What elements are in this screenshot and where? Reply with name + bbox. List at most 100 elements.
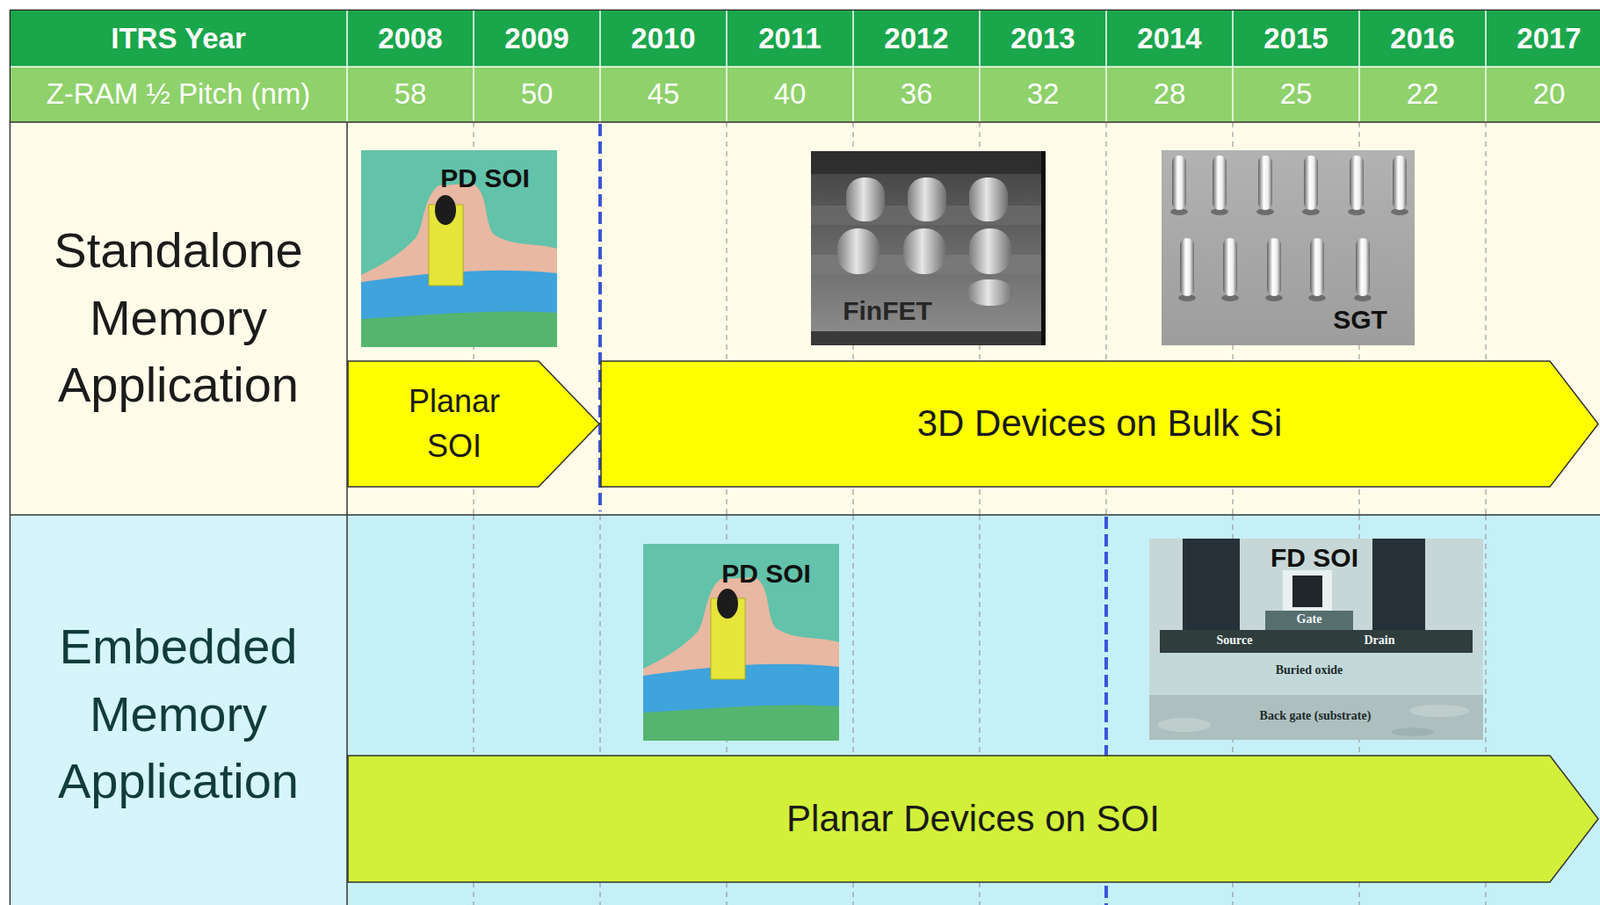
fd-soi-photo: [1149, 538, 1484, 740]
gate-spacer: [1282, 570, 1333, 611]
pillar: [1310, 238, 1325, 297]
substrate-texture: [1409, 704, 1470, 717]
pillar: [1355, 238, 1370, 297]
pillar: [1180, 238, 1195, 297]
part-label: Source: [1216, 633, 1253, 649]
sem-info-strip: [810, 331, 1042, 346]
year-cell: 2013: [1010, 21, 1075, 57]
standalone-ground: [10, 122, 1600, 515]
photo-ground: [1149, 538, 1484, 740]
fin: [837, 228, 880, 275]
phase-arrow: 3D Devices on Bulk Si: [600, 360, 1600, 488]
header-divider: [599, 10, 601, 123]
pitch-cell: 25: [1280, 76, 1313, 112]
phase-arrow: Planar SOI: [347, 360, 601, 488]
year-cell: 2008: [377, 21, 442, 57]
pitch-cell: 36: [900, 76, 934, 112]
phase-arrow: Planar Devices on SOI: [347, 754, 1600, 884]
section-rule: [10, 121, 1600, 124]
fin: [967, 279, 1014, 306]
pitch-cell: 50: [521, 76, 554, 112]
row-title: Embedded Memory Application: [15, 613, 341, 816]
arrow-shape: [600, 361, 1599, 487]
header-divider: [852, 10, 855, 123]
outer-border: [10, 10, 1600, 905]
photo-ground: [810, 151, 1046, 346]
arrow-outline: [347, 360, 601, 488]
pitch-cell: 28: [1153, 76, 1187, 112]
pitch-cell: 45: [647, 76, 681, 112]
row-title: Standalone Memory Application: [15, 217, 341, 420]
embedded-title-ground: [10, 514, 348, 905]
substrate-texture: [1158, 717, 1211, 732]
photo-caption: FD SOI: [1270, 542, 1359, 574]
pillar: [1303, 155, 1318, 210]
phase-label: Planar Devices on SOI: [786, 796, 1160, 841]
year-cell: 2017: [1516, 21, 1581, 57]
pillar: [1392, 155, 1407, 210]
header-dividers: [347, 10, 1486, 123]
part-label: Back gate (substrate): [1259, 709, 1372, 724]
photo-caption: FinFET: [842, 295, 933, 327]
sem-info-strip: [810, 151, 1042, 174]
source-drain-layer: [1159, 629, 1473, 653]
substrate-texture: [1391, 727, 1434, 737]
fin: [846, 177, 885, 222]
year-row-ground: [10, 10, 1600, 67]
pillar: [1258, 155, 1273, 210]
pd-soi-photo: [643, 543, 840, 741]
pillar: [1172, 155, 1187, 210]
photo-ground: [1161, 150, 1415, 346]
sgt-photo: [1161, 150, 1415, 346]
pitch-cell: 40: [774, 76, 807, 112]
year-cell: 2012: [883, 21, 949, 57]
header-rule: [10, 65, 1600, 68]
channel-region: [1265, 610, 1354, 630]
photo-caption: SGT: [1332, 304, 1388, 336]
photo-edge: [1041, 151, 1046, 346]
gate-stack: [1292, 575, 1323, 608]
section-rule: [10, 514, 1600, 516]
fin: [969, 228, 1012, 275]
buried-oxide-layer: [1149, 652, 1484, 696]
row-header: Z-RAM ½ Pitch (nm): [46, 76, 312, 112]
pillar: [1349, 155, 1364, 210]
header-divider: [1105, 10, 1108, 123]
year-cell: 2009: [504, 21, 569, 57]
embedded-ground: [347, 514, 1600, 905]
row-header: ITRS Year: [110, 21, 246, 57]
arrow-shape: [347, 361, 600, 487]
finfet-photo: [810, 151, 1046, 346]
pillar: [1266, 238, 1282, 297]
pitch-row-ground: [10, 66, 1600, 123]
back-gate-layer: [1149, 695, 1484, 740]
year-cell: 2015: [1263, 21, 1328, 57]
fin: [907, 177, 947, 222]
pillar: [1212, 155, 1227, 210]
header-divider: [1231, 10, 1234, 123]
header-divider: [1358, 10, 1361, 123]
part-label: Drain: [1364, 633, 1396, 649]
pitch-cell: 58: [394, 76, 428, 112]
header-divider: [1484, 10, 1487, 123]
pitch-cell: 32: [1027, 76, 1060, 112]
contact: [1182, 538, 1240, 630]
header-divider: [725, 10, 728, 123]
pitch-cell: 20: [1533, 76, 1566, 112]
photo-caption: PD SOI: [440, 162, 530, 195]
fin: [903, 228, 946, 275]
photo-caption: PD SOI: [721, 557, 811, 590]
part-label: Buried oxide: [1275, 663, 1344, 679]
phase-label: 3D Devices on Bulk Si: [917, 401, 1283, 446]
part-label: Gate: [1296, 612, 1323, 628]
year-cell: 2010: [630, 21, 696, 57]
year-cell: 2014: [1136, 21, 1202, 57]
contact: [1372, 538, 1426, 630]
pillar: [1223, 238, 1238, 297]
year-cell: 2016: [1390, 21, 1455, 57]
header-divider: [346, 10, 348, 123]
phase-label: Planar SOI: [379, 379, 529, 469]
header-divider: [472, 10, 475, 123]
year-cell: 2011: [758, 21, 822, 57]
